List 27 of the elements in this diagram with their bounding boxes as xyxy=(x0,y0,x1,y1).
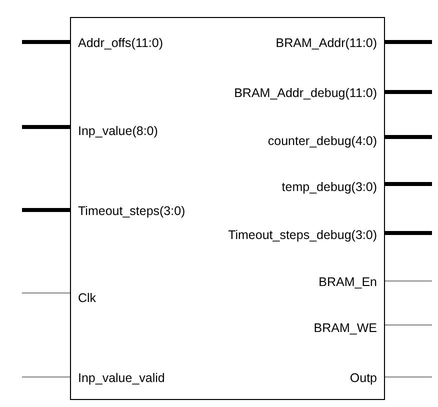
block-symbol xyxy=(70,17,385,400)
pin-label: Addr_offs(11:0) xyxy=(78,35,164,51)
pin-line xyxy=(385,135,432,139)
pin-label: Timeout_steps_debug(3:0) xyxy=(228,227,377,243)
pin-label: Timeout_steps(3:0) xyxy=(78,203,186,219)
pin-line xyxy=(384,376,432,378)
pin-label: counter_debug(4:0) xyxy=(268,133,377,149)
pin-line xyxy=(385,231,432,235)
pin-label: Inp_value_valid xyxy=(78,370,165,386)
pin-label: BRAM_Addr(11:0) xyxy=(276,35,377,51)
pin-line xyxy=(385,182,432,186)
pin-label: Outp xyxy=(350,370,377,386)
pin-line xyxy=(384,324,432,326)
pin-line xyxy=(385,90,432,94)
pin-line xyxy=(22,376,70,378)
pin-line xyxy=(22,40,70,44)
pin-label: BRAM_WE xyxy=(314,320,377,336)
pin-line xyxy=(22,208,70,212)
pin-line xyxy=(22,125,70,129)
pin-line xyxy=(384,280,432,282)
pin-label: Clk xyxy=(78,290,96,306)
pin-label: BRAM_En xyxy=(318,274,377,290)
pin-label: BRAM_Addr_debug(11:0) xyxy=(234,85,377,101)
pin-line xyxy=(22,292,70,294)
pin-label: temp_debug(3:0) xyxy=(282,179,377,195)
pin-label: Inp_value(8:0) xyxy=(78,123,158,139)
pin-line xyxy=(385,40,432,44)
